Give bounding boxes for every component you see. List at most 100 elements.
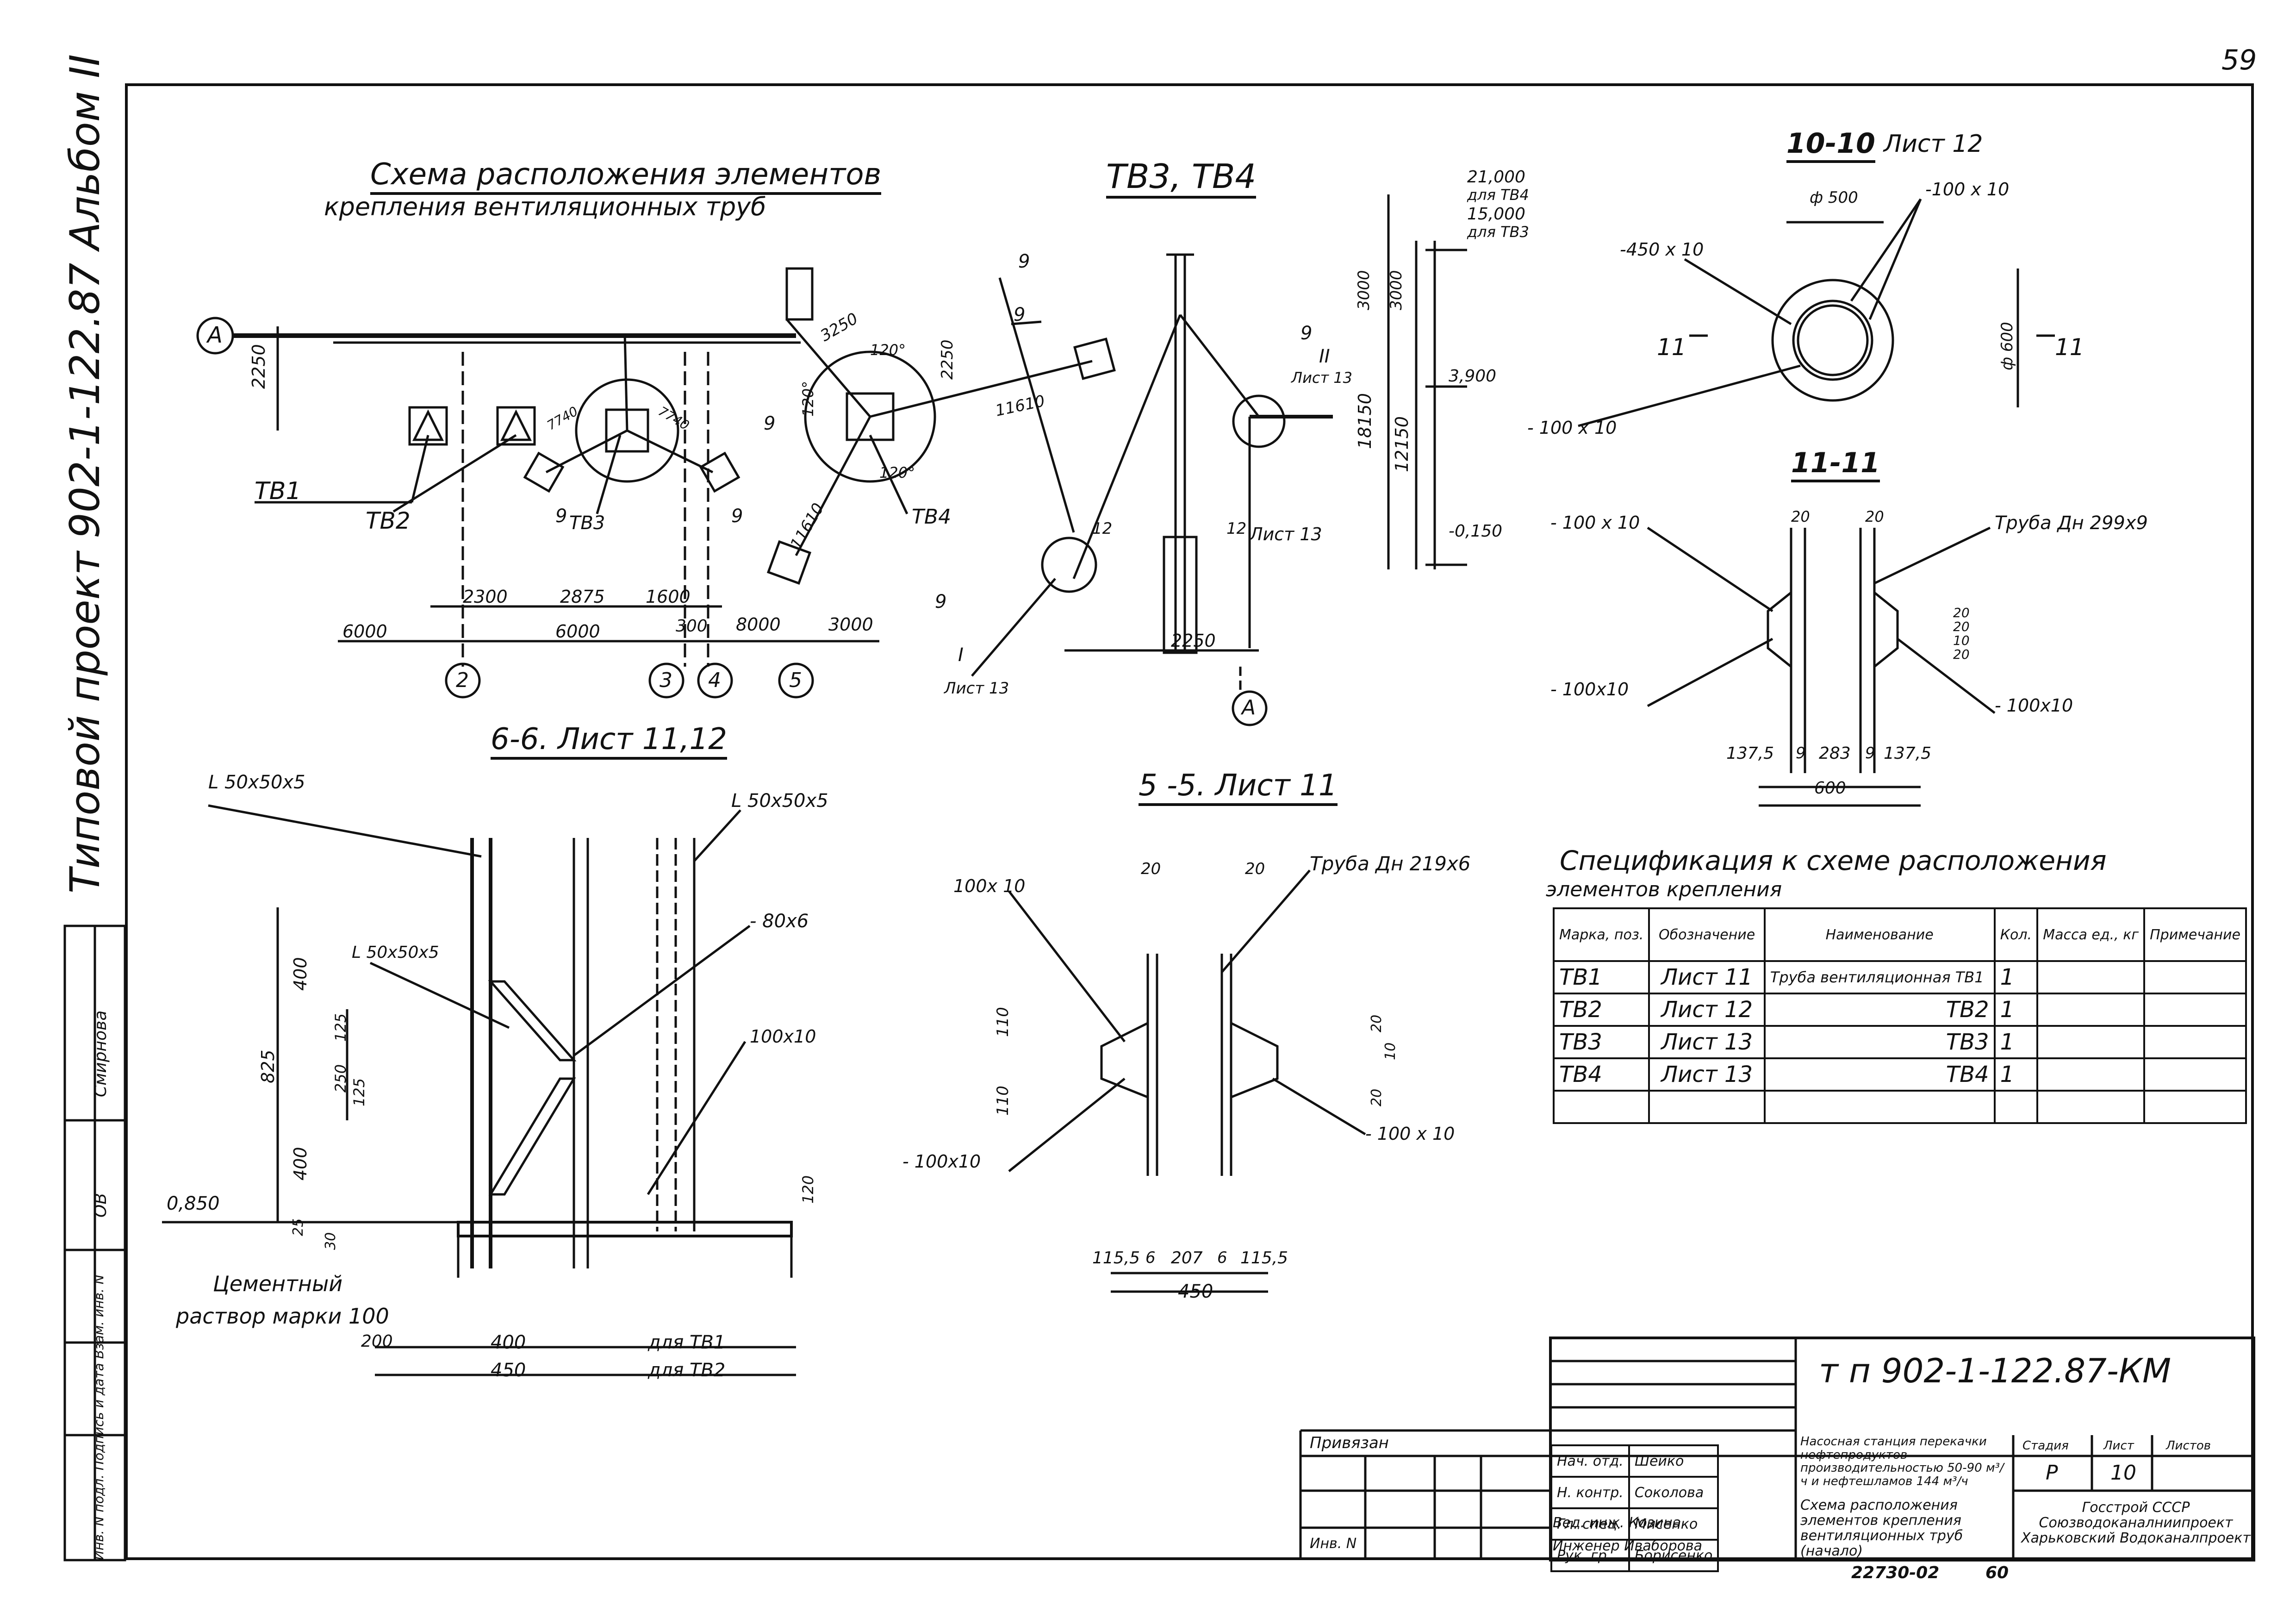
scheme-dim-2250b: 2250 [938, 339, 957, 380]
level-minus-0150: -0,150 [1449, 522, 1503, 541]
stamp-bottom-code: 22730-02 [1851, 1563, 1940, 1582]
tb34-title: ТВ3, ТВ4 [1106, 160, 1257, 199]
spec-row: ТВ3 Лист 13 ТВ3 1 [1552, 1025, 2247, 1059]
stamp-role: Гл. спец. [1550, 1507, 1630, 1541]
spec-cell [2036, 1025, 2146, 1059]
spec-cell: ТВ2 [1552, 993, 1650, 1027]
sec66-dim-30: 30 [323, 1232, 339, 1250]
spec-table: Марка, поз. Обозначение Наименование Кол… [1552, 907, 2247, 1124]
spec-col-note: Примечание [2143, 907, 2247, 962]
stamp-inv-no: Инв. N [1310, 1536, 1357, 1552]
spec-row: ТВ2 Лист 12 ТВ2 1 [1552, 993, 2247, 1027]
stamp-sheet-name: Схема расположения элементов крепления в… [1800, 1497, 1963, 1559]
sec55-bottom-6b: 6 [1217, 1249, 1227, 1267]
tb34-axis-a: A [1242, 696, 1256, 719]
sec11-dim-10: 10 [1953, 633, 1970, 648]
scheme-title-line1: Схема расположения элементов [370, 160, 882, 195]
sec66-bottom-200: 200 [361, 1332, 393, 1351]
scheme-nine-1: 9 [555, 506, 567, 527]
spec-cell [2036, 1090, 2146, 1124]
spec-cell: ТВ3 [1552, 1025, 1650, 1059]
stamp-person-5: Вед. инж. Козина [1553, 1516, 1681, 1530]
sec66-angle-2: L 50x50x5 [731, 790, 828, 812]
tb34-sheet13-a: Лист 13 [1291, 369, 1352, 387]
sec66-level-0850: 0,850 [167, 1193, 220, 1214]
tb34-nine-a: 9 [1018, 251, 1030, 272]
spec-title-2: элементов крепления [1546, 878, 1782, 901]
spec-cell [2036, 993, 2146, 1027]
stamp-sheet-header: Лист [2103, 1439, 2134, 1453]
drawing-frame [125, 83, 2254, 1560]
spec-cell [2143, 960, 2247, 994]
sec55-bottom-1155a: 115,5 [1092, 1249, 1140, 1268]
stamp-role: Нач. отд. [1550, 1444, 1630, 1478]
sec55-dim-110b: 110 [994, 1086, 1012, 1116]
spec-cell: ТВ2 [1763, 993, 1996, 1027]
sec55-plate-b: - 100x10 [902, 1151, 981, 1172]
scheme-nine-5: 9 [935, 591, 947, 612]
sec55-plate-a: 100x 10 [953, 876, 1026, 896]
tb34-sheet13-b: Лист 13 [1250, 524, 1322, 544]
stamp-document-code: т п 902-1-122.87-КМ [1819, 1351, 2172, 1390]
sec66-bottom-400: 400 [491, 1332, 526, 1353]
sec55-total: 450 [1178, 1281, 1213, 1302]
spec-row: ТВ4 Лист 13 ТВ4 1 [1552, 1057, 2247, 1092]
sec10-plate-b: - 100 x 10 [1527, 418, 1617, 438]
sec11-pipe: Труба Дн 299x9 [1995, 512, 2148, 534]
stamp-signatures: Нач. отд.Шейко Н. контр.Соколова Гл. спе… [1550, 1444, 1719, 1572]
spec-col-designation: Обозначение [1648, 907, 1766, 962]
sec11-plate-b: - 100x10 [1550, 679, 1629, 700]
scheme-dim-2875: 2875 [560, 587, 605, 607]
sec55-pipe: Труба Дн 219x6 [1310, 852, 1471, 875]
sec55-dim-20c: 20 [1369, 1014, 1385, 1032]
scheme-dim-3000: 3000 [828, 614, 873, 635]
tb34-node1: I [958, 644, 964, 666]
stamp-person: Шейко [1628, 1444, 1719, 1478]
sec66-dim-120: 120 [799, 1175, 817, 1204]
spec-cell: 1 [1993, 1025, 2039, 1059]
sec66-cement-2: раствор марки 100 [176, 1304, 389, 1329]
sec66-dim-400b: 400 [290, 1147, 311, 1181]
spec-cell [2143, 1090, 2247, 1124]
spec-header-row: Марка, поз. Обозначение Наименование Кол… [1552, 907, 2247, 962]
sec10-cut-right: 11 [2055, 334, 2084, 361]
spec-col-mass: Масса ед., кг [2036, 907, 2146, 962]
scheme-nine-2: 9 [731, 506, 743, 527]
stamp-person-row: Рук. гр.Борисенко [1550, 1539, 1719, 1572]
sec55-bottom-6a: 6 [1145, 1249, 1156, 1267]
spec-cell: 1 [1993, 960, 2039, 994]
stamp-person: Борисенко [1628, 1539, 1719, 1572]
tb4-label: ТВ4 [912, 505, 952, 529]
sec11-dim-20d: 20 [1953, 619, 1970, 634]
tb34-dim-3000b: 3000 [1387, 270, 1406, 310]
spec-cell: Труба вентиляционная ТВ1 [1763, 960, 1996, 994]
sec11-dim-20b: 20 [1865, 508, 1884, 525]
sec11-total: 600 [1814, 779, 1846, 798]
sec66-title: 6-6. Лист 11,12 [491, 725, 727, 760]
spec-cell [2036, 1057, 2146, 1092]
spec-cell: 1 [1993, 1057, 2039, 1092]
scheme-angle-2: 120° [799, 381, 817, 417]
tb34-node2: II [1319, 346, 1330, 367]
stamp-role: Рук. гр. [1550, 1539, 1630, 1572]
spec-cell [2143, 1025, 2247, 1059]
stamp-role: Н. контр. [1550, 1476, 1630, 1509]
spec-cell [1763, 1090, 1996, 1124]
sec10-plate-450: -450 x 10 [1620, 239, 1704, 260]
scheme-dim-6000b: 6000 [555, 621, 600, 642]
tb34-mark12-a: 12 [1092, 519, 1113, 538]
scheme-dim-300: 300 [676, 617, 708, 636]
level-for-tb3: для ТВ3 [1467, 223, 1529, 241]
sec11-bottom-9a: 9 [1796, 744, 1806, 762]
axis-4-label: 4 [708, 668, 721, 692]
sec11-title: 11-11 [1791, 449, 1880, 482]
sec11-dim-20c: 20 [1953, 605, 1970, 620]
stamp-role: Вед. инж. [1553, 1515, 1624, 1531]
spec-cell: ТВ4 [1552, 1057, 1650, 1092]
sec11-bottom-9b: 9 [1865, 744, 1875, 762]
spec-cell: ТВ4 [1763, 1057, 1996, 1092]
level-15000: 15,000 [1467, 205, 1525, 224]
level-for-tb4: для ТВ4 [1467, 186, 1529, 204]
scheme-angle-3: 120° [879, 464, 915, 481]
